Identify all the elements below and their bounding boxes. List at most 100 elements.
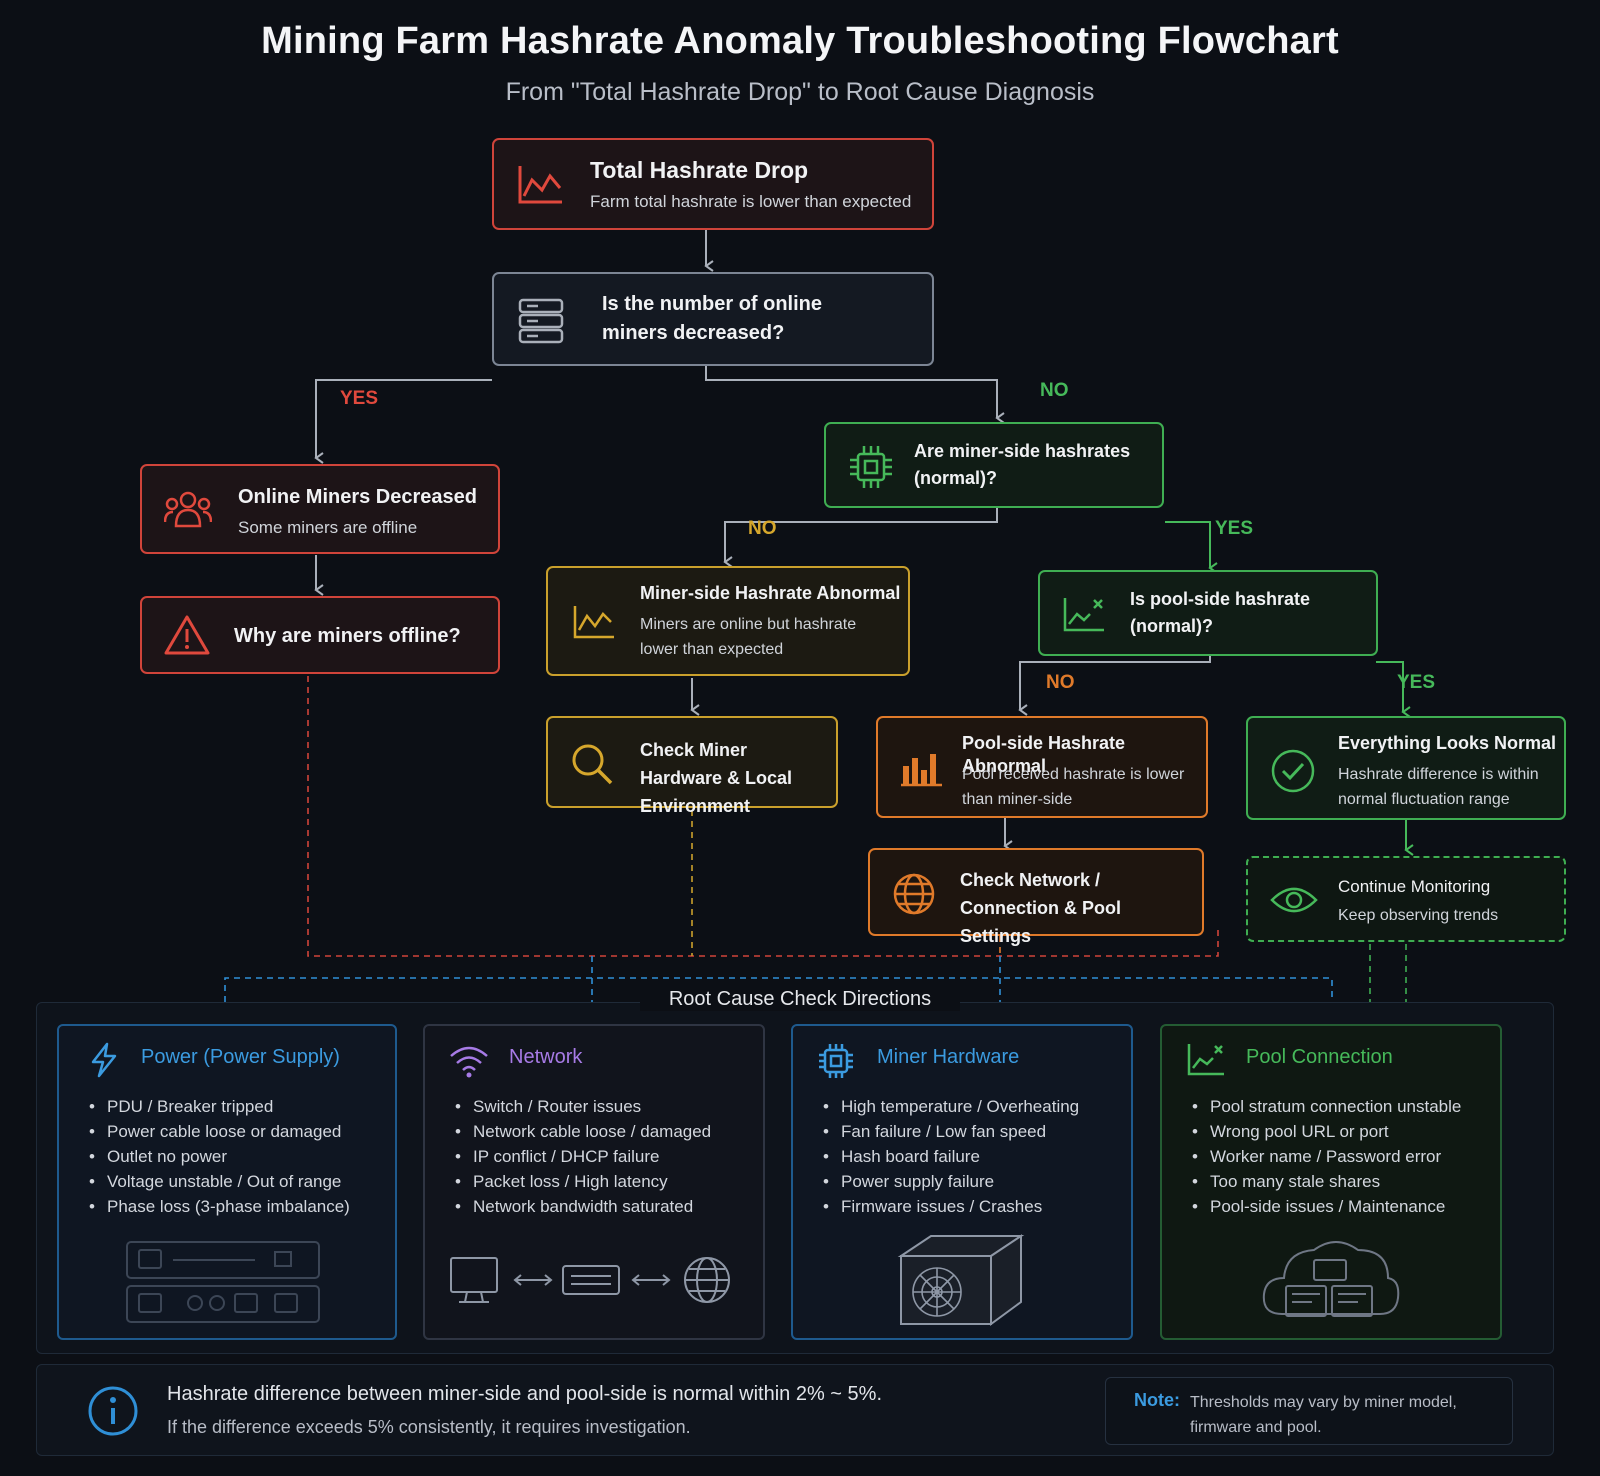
warning-icon [164, 615, 210, 655]
edge-label-yes: YES [1215, 518, 1254, 539]
category-items: High temperature / Overheating Fan failu… [823, 1094, 1079, 1219]
node-title: Miner-side Hashrate Abnormal [640, 583, 901, 603]
eye-icon [1270, 887, 1318, 913]
chart-x-icon [1187, 1044, 1224, 1076]
node-desc: Some miners are offline [238, 518, 418, 537]
list-item: Network cable loose / damaged [455, 1119, 711, 1144]
list-item: PDU / Breaker tripped [89, 1094, 350, 1119]
list-item: Packet loss / High latency [455, 1169, 711, 1194]
list-item: Outlet no power [89, 1144, 350, 1169]
edge-q-online-no [705, 366, 1005, 424]
node-title: Is pool-side hashrate (normal)? [1130, 589, 1311, 636]
bar-chart-icon [901, 754, 942, 787]
globe-icon [893, 873, 935, 915]
node-title: Check Network / Connection & Pool Settin… [960, 870, 1121, 946]
node-desc: Miners are online but hashrate lower tha… [640, 616, 857, 658]
node-q-miner-side: Are miner-side hashrates (normal)? [824, 422, 1164, 508]
list-item: Fan failure / Low fan speed [823, 1119, 1079, 1144]
asic-miner-illustration-icon [897, 1234, 1025, 1326]
node-online-miners-decreased: Online Miners Decreased Some miners are … [140, 464, 500, 554]
node-everything-normal: Everything Looks Normal Hashrate differe… [1246, 716, 1566, 820]
edge-miner-yes [1165, 521, 1218, 574]
page-subtitle: From "Total Hashrate Drop" to Root Cause… [505, 78, 1095, 106]
lightning-icon [91, 1042, 117, 1078]
pdu-illustration-icon [126, 1241, 320, 1323]
footer-line-2: If the difference exceeds 5% consistentl… [167, 1417, 691, 1437]
list-item: Firmware issues / Crashes [823, 1194, 1079, 1219]
network-topology-icon [450, 1257, 730, 1303]
node-title: Check Miner Hardware & Local Environment [640, 740, 793, 816]
list-item: Worker name / Password error [1192, 1144, 1461, 1169]
line-chart-icon [573, 606, 614, 639]
list-item: Power supply failure [823, 1169, 1079, 1194]
node-title: Online Miners Decreased [238, 486, 477, 508]
category-title: Network [509, 1046, 583, 1068]
node-title: Pool-side Hashrate Abnormal [962, 733, 1126, 777]
node-check-miner-hardware: Check Miner Hardware & Local Environment [546, 716, 838, 816]
list-item: Pool-side issues / Maintenance [1192, 1194, 1461, 1219]
wifi-icon [450, 1046, 488, 1078]
node-why-offline: Why are miners offline? [140, 596, 500, 674]
node-title: Total Hashrate Drop [590, 157, 809, 183]
list-item: Switch / Router issues [455, 1094, 711, 1119]
info-icon [88, 1386, 138, 1436]
edge-label-yes: YES [1397, 672, 1436, 693]
edge-miner-no [723, 508, 998, 568]
list-item: Voltage unstable / Out of range [89, 1169, 350, 1194]
server-rack-icon [518, 298, 564, 344]
search-icon [572, 744, 613, 785]
category-items: PDU / Breaker tripped Power cable loose … [89, 1094, 350, 1219]
list-item: High temperature / Overheating [823, 1094, 1079, 1119]
node-miner-side-abnormal: Miner-side Hashrate Abnormal Miners are … [546, 566, 910, 676]
note-label: Note: [1134, 1390, 1180, 1410]
list-item: IP conflict / DHCP failure [455, 1144, 711, 1169]
category-items: Switch / Router issues Network cable loo… [455, 1094, 711, 1219]
node-desc: Hashrate difference is within normal flu… [1338, 766, 1539, 808]
edge-q-online-yes [314, 379, 492, 464]
bus-blue [224, 977, 1333, 1024]
list-item: Pool stratum connection unstable [1192, 1094, 1461, 1119]
edge-label-no: NO [1046, 672, 1075, 693]
chart-x-icon [1063, 598, 1104, 632]
chip-icon [819, 1044, 853, 1078]
category-title: Power (Power Supply) [141, 1046, 340, 1068]
list-item: Wrong pool URL or port [1192, 1119, 1461, 1144]
node-title: Are miner-side hashrates (normal)? [914, 441, 1131, 488]
node-continue-monitoring: Continue Monitoring Keep observing trend… [1246, 856, 1566, 942]
chip-icon [850, 446, 892, 488]
users-icon [164, 491, 212, 528]
node-pool-side-abnormal: Pool-side Hashrate Abnormal Pool receive… [876, 716, 1208, 818]
node-title: Continue Monitoring [1338, 877, 1491, 896]
category-title: Pool Connection [1246, 1046, 1393, 1068]
edge-label-no: NO [1040, 380, 1069, 401]
line-chart-down-icon [518, 166, 562, 204]
list-item: Network bandwidth saturated [455, 1194, 711, 1219]
node-check-network: Check Network / Connection & Pool Settin… [868, 848, 1204, 946]
node-desc: Farm total hashrate is lower than expect… [590, 192, 912, 211]
node-q-online-miners: Is the number of online miners decreased… [492, 272, 934, 366]
page-title: Mining Farm Hashrate Anomaly Troubleshoo… [261, 20, 1339, 62]
category-pool-connection: Pool Connection Pool stratum connection … [1160, 1024, 1502, 1340]
list-item: Hash board failure [823, 1144, 1079, 1169]
list-item: Power cable loose or damaged [89, 1119, 350, 1144]
root-cause-heading: Root Cause Check Directions [640, 988, 960, 1011]
node-desc: Pool received hashrate is lower than min… [962, 766, 1185, 808]
node-title: Everything Looks Normal [1338, 733, 1557, 753]
list-item: Too many stale shares [1192, 1169, 1461, 1194]
node-total-hashrate-drop: Total Hashrate Drop Farm total hashrate … [492, 138, 934, 230]
footer-line-1: Hashrate difference between miner-side a… [167, 1383, 883, 1405]
category-network: Network Switch / Router issues Network c… [423, 1024, 765, 1340]
node-q-pool-side: Is pool-side hashrate (normal)? [1038, 570, 1378, 656]
category-miner-hardware: Miner Hardware High temperature / Overhe… [791, 1024, 1133, 1340]
category-power: Power (Power Supply) PDU / Breaker tripp… [57, 1024, 397, 1340]
cloud-server-icon [1262, 1241, 1400, 1317]
edge-pool-yes [1376, 661, 1411, 718]
edge-label-yes: YES [340, 388, 379, 409]
category-title: Miner Hardware [877, 1046, 1020, 1068]
edge-pool-no [1018, 656, 1211, 716]
list-item: Phase loss (3-phase imbalance) [89, 1194, 350, 1219]
edge-label-no: NO [748, 518, 777, 539]
bus-red [307, 676, 1219, 957]
note-box: Note: Thresholds may vary by miner model… [1105, 1377, 1513, 1445]
node-title: Why are miners offline? [234, 625, 461, 647]
